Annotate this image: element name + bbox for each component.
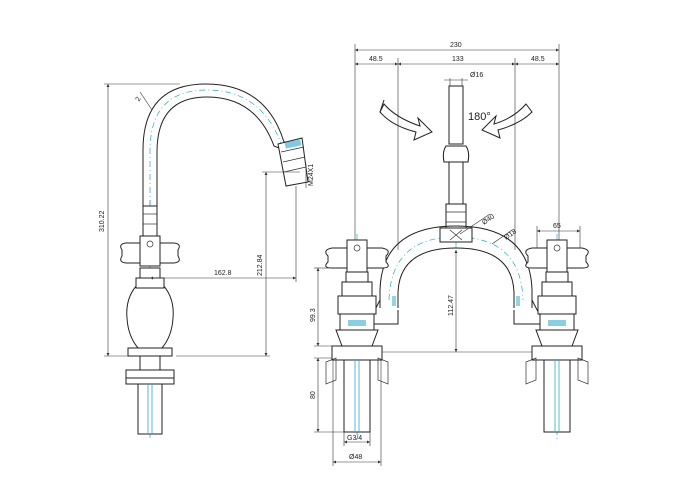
spout-inner-curve [156,96,285,232]
tail-thread-label: G3/4 [347,435,362,442]
spout-reach-label: 162.8 [214,270,232,277]
rotation-arrows [379,99,533,141]
body-collar [135,277,165,289]
side-left-label: 48.5 [369,56,383,63]
thread-label: M24X1 [308,164,315,186]
pipe-dia-18-label: Ø18 [503,228,518,241]
overall-width-label: 230 [450,42,462,49]
bridge-height-label: 112.47 [448,295,455,316]
aerator [277,137,309,187]
left-valve [325,239,389,433]
spout-dia-label: Ø16 [470,72,483,79]
spout-height-label: 212.84 [257,254,264,276]
front-spout [448,85,464,145]
side-tail [137,383,163,435]
side-right-label: 48.5 [531,56,545,63]
centre-span-label: 133 [452,56,464,63]
spout-nut [142,205,158,237]
tail-length-label: 80 [310,391,317,399]
right-valve [525,239,589,433]
rotation-label: 180° [468,111,491,123]
base-dia-label: Ø48 [349,454,362,461]
height-total-label: 310.22 [99,210,106,232]
side-view: 2 310.22 212.84 [99,83,315,438]
spout-outer-curve [142,83,292,232]
front-view: 230 48.5 133 48.5 Ø16 180° [310,42,589,466]
small-mark-label: 2 [135,96,143,103]
pipe-dia-40-label: Ø40 [481,213,496,226]
front-aerator [442,145,470,163]
handle-width-label: 65 [553,223,561,230]
handle-height-label: 99.3 [310,308,317,322]
side-handle [120,235,180,267]
right-tail [543,359,571,433]
left-tail [343,359,371,433]
